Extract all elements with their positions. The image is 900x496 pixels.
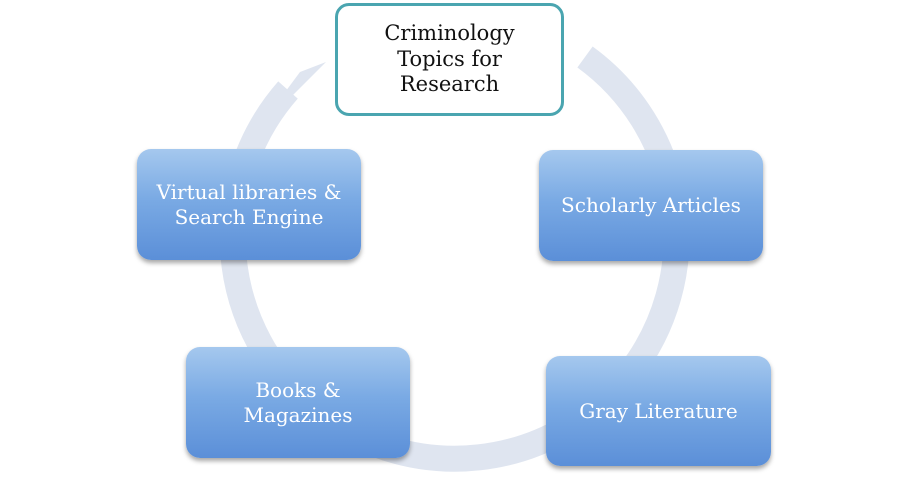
node-criminology-topics-line-3: Research	[399, 72, 500, 97]
node-books-magazines: Books & Magazines	[186, 347, 410, 458]
node-criminology-topics: Criminology Topics for Research	[335, 3, 564, 116]
node-criminology-topics-label: Criminology Topics for Research	[384, 21, 514, 98]
node-scholarly-articles-line-1: Scholarly Articles	[561, 193, 741, 218]
cycle-arrowhead	[277, 62, 326, 103]
node-criminology-topics-line-2: Topics for	[397, 46, 502, 71]
node-scholarly-articles: Scholarly Articles	[539, 150, 763, 261]
node-gray-literature-label: Gray Literature	[579, 399, 737, 423]
node-books-magazines-line-2: Magazines	[243, 402, 353, 427]
node-scholarly-articles-label: Scholarly Articles	[561, 193, 741, 217]
node-gray-literature: Gray Literature	[546, 356, 771, 466]
node-criminology-topics-line-1: Criminology	[384, 21, 515, 46]
node-books-magazines-line-1: Books &	[255, 378, 341, 403]
node-gray-literature-line-1: Gray Literature	[579, 398, 738, 423]
node-books-magazines-label: Books & Magazines	[243, 378, 352, 427]
node-virtual-libraries-line-2: Search Engine	[174, 204, 324, 229]
node-virtual-libraries-line-1: Virtual libraries &	[156, 180, 342, 205]
node-virtual-libraries-label: Virtual libraries & Search Engine	[157, 180, 342, 229]
node-virtual-libraries: Virtual libraries & Search Engine	[137, 149, 361, 260]
